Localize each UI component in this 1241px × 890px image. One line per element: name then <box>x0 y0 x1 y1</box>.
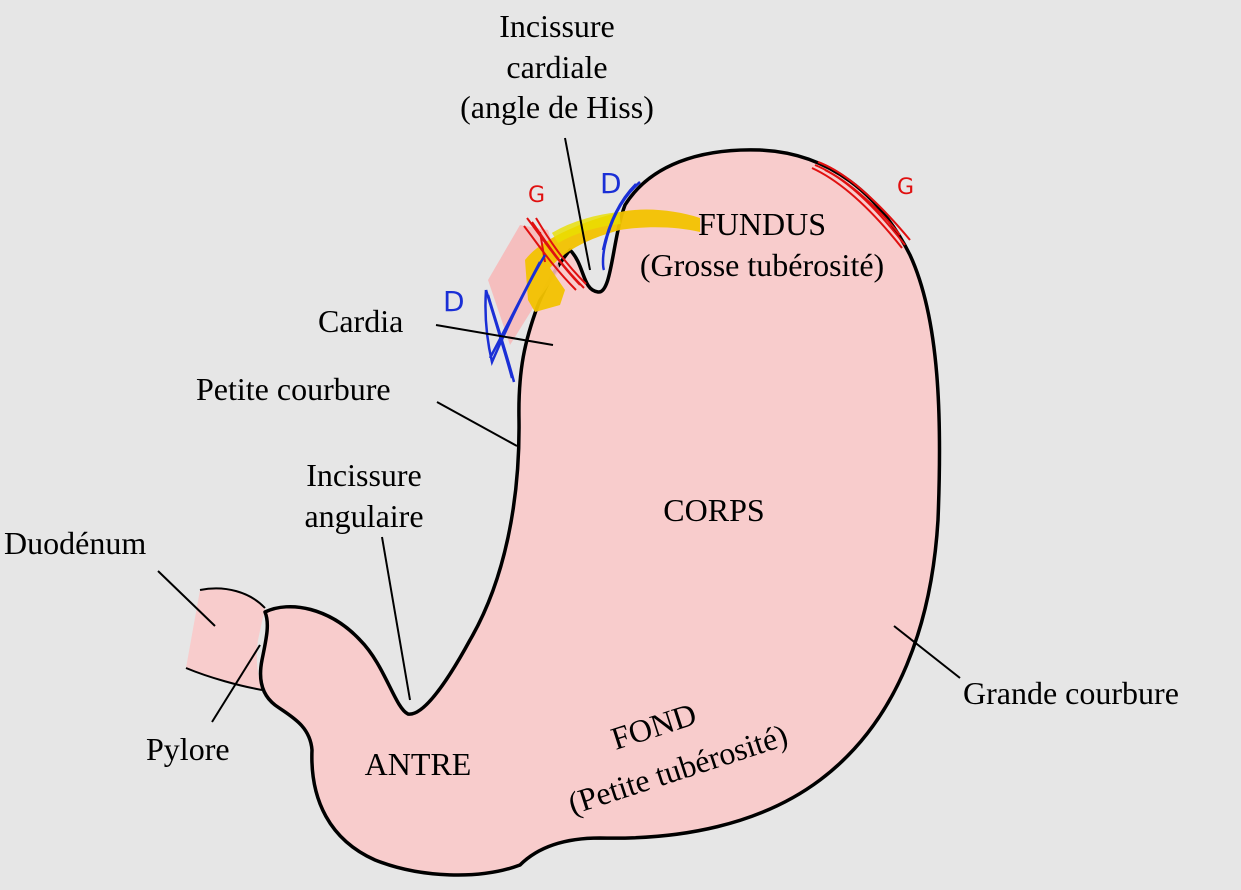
label-cardia: Cardia <box>318 303 403 339</box>
label-pylore: Pylore <box>146 731 230 767</box>
annotation-g-left: G <box>528 183 545 208</box>
label-fundus: FUNDUS <box>698 206 826 242</box>
leader-pylore <box>211 644 261 723</box>
label-duodenum: Duodénum <box>4 525 146 561</box>
leader-grande-courbure <box>893 625 961 679</box>
label-incisure-cardiale-line1: Incissure <box>499 8 615 44</box>
leader-incisure-angulaire <box>381 536 411 701</box>
leader-incisure-cardiale <box>564 137 591 271</box>
label-corps: CORPS <box>663 492 764 528</box>
leader-cardia <box>435 324 554 346</box>
annotation-g-right: G <box>897 175 914 200</box>
leader-petite-courbure <box>436 401 518 447</box>
label-incisure-cardiale-line3: (angle de Hiss) <box>460 89 654 125</box>
duodenum-shape <box>186 588 265 690</box>
blue-scribble-top <box>601 181 641 271</box>
annotation-d-left: D <box>443 285 465 318</box>
label-grande-courbure: Grande courbure <box>963 675 1179 711</box>
label-incisure-angulaire-line1: Incissure <box>306 457 422 493</box>
annotation-d-top: D <box>600 167 622 200</box>
label-incisure-cardiale-line2: cardiale <box>506 49 607 85</box>
label-incisure-angulaire-line2: angulaire <box>304 498 423 534</box>
red-scribble-right <box>811 161 911 249</box>
label-antre: ANTRE <box>365 746 472 782</box>
label-petite-courbure: Petite courbure <box>196 371 391 407</box>
leader-duodenum <box>157 570 216 627</box>
label-fundus-sub: (Grosse tubérosité) <box>640 247 884 283</box>
